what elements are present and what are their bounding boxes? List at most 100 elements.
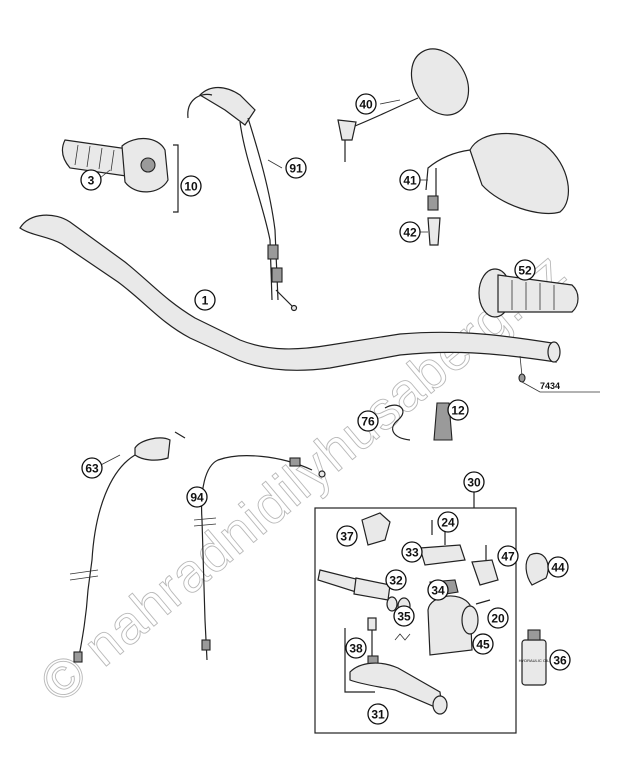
callout-circle [401,541,423,563]
callout-label: 31 [371,708,385,722]
callout-label: 35 [397,610,411,624]
callout-circle [194,289,216,311]
callout-circle [463,471,485,493]
callout-label: 38 [349,642,363,656]
callout-52: 52 [514,259,536,281]
callout-40: 40 [355,93,377,115]
left-grip [478,268,579,318]
clutch-cable-63 [69,431,186,663]
callout-32: 32 [385,569,407,591]
callout-label: 36 [553,654,567,668]
callout-76: 76 [357,410,379,432]
reservoir-boot [361,512,391,546]
callout-circle [497,545,519,567]
callout-37: 37 [336,525,358,547]
reservoir-cover [419,544,466,566]
callout-41: 41 [399,169,421,191]
callout-label: 94 [190,491,204,505]
callout-33: 33 [401,541,423,563]
callout-label: 52 [518,264,532,278]
callout-circle [81,457,103,479]
kit-frame [314,507,517,734]
callout-circle [447,399,469,421]
callout-circle [472,633,494,655]
callout-circle [385,569,407,591]
hydraulic-oil-bottle: HYDRAULIC OIL [519,629,550,686]
callout-label: 37 [340,530,354,544]
callout-3: 3 [80,169,102,191]
callout-24: 24 [437,511,459,533]
callout-circle [393,605,415,627]
callout-label: 34 [431,584,445,598]
cable-tie [384,404,411,441]
callout-10: 10 [180,175,202,197]
callout-label: 41 [403,174,417,188]
callout-label: 24 [441,516,455,530]
callout-38: 38 [345,637,367,659]
callout-circle [427,579,449,601]
callout-label: 12 [451,404,465,418]
callout-30: 30 [463,471,485,493]
callout-label: 10 [184,180,198,194]
callout-label: 47 [501,550,515,564]
callout-44: 44 [547,556,569,578]
callout-label: 63 [85,462,99,476]
callout-1: 1 [194,289,216,311]
callout-circle [336,525,358,547]
bottle-label: HYDRAULIC OIL [519,658,550,663]
callout-label: 40 [359,98,373,112]
brake-lever [349,662,443,711]
reference-code-label: 7434 [540,381,560,391]
callout-36: 36 [549,649,571,671]
callout-circle [437,511,459,533]
mirror-clamp [525,552,549,586]
callout-94: 94 [186,486,208,508]
callout-12: 12 [447,399,469,421]
hot-start-cable-94 [193,455,326,661]
callout-label: 3 [88,174,95,188]
callout-circle [487,607,509,629]
callout-label: 91 [289,162,303,176]
callout-label: 1 [202,294,209,308]
callout-circle [285,157,307,179]
master-cylinder-body [427,595,473,656]
piston-spring [317,569,361,593]
callout-circle [367,703,389,725]
throttle-cables [187,86,298,312]
callout-42: 42 [399,221,421,243]
callout-label: 20 [491,612,505,626]
master-cylinder-kit [314,490,517,734]
callout-label: 33 [405,546,419,560]
callout-63: 63 [81,457,103,479]
callout-circle [180,175,202,197]
callout-circle [345,637,367,659]
callout-circle [399,169,421,191]
rubber-sleeve [433,402,453,441]
callout-label: 76 [361,415,375,429]
callout-circle [514,259,536,281]
callout-label: 44 [551,561,565,575]
callout-35: 35 [393,605,415,627]
callout-label: 30 [467,476,481,490]
callout-45: 45 [472,633,494,655]
callout-47: 47 [497,545,519,567]
callout-label: 32 [389,574,403,588]
callout-label: 42 [403,226,417,240]
callout-circle [547,556,569,578]
callout-circle [549,649,571,671]
callout-circle [80,169,102,191]
callout-20: 20 [487,607,509,629]
callout-circle [186,486,208,508]
mirror-right [425,133,569,246]
callout-31: 31 [367,703,389,725]
callout-circle [355,93,377,115]
piston [353,577,391,601]
callout-circle [357,410,379,432]
callout-34: 34 [427,579,449,601]
handlebar: 7434 [19,214,600,393]
throttle-grip [61,138,179,213]
callout-91: 91 [285,157,307,179]
callout-circle [399,221,421,243]
